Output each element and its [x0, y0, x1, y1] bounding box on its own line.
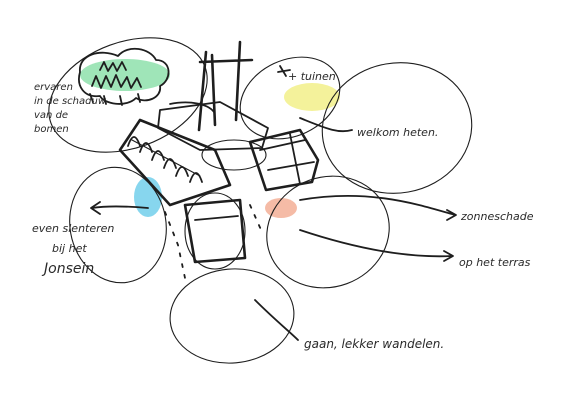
building: [118, 40, 320, 279]
trees-note: ervaren in de schaduw van de bomen: [34, 82, 109, 135]
notes: ervaren in de schaduw van de bomen + tui…: [32, 70, 534, 351]
stroll-note-line-2: bij het: [52, 242, 87, 255]
blue-wash: [134, 177, 162, 217]
stroll-note: even slenteren bij het Jonsein: [32, 222, 118, 277]
trees-note-line-2: in de schaduw: [34, 96, 107, 107]
garden-bubble: [239, 56, 341, 140]
arrows: [90, 65, 457, 341]
yellow-wash: [284, 83, 340, 111]
terrace-arrow: [299, 229, 454, 262]
terrace-note: op het terras: [459, 256, 531, 269]
garden-note: + tuinen: [288, 70, 336, 83]
welcome-bubble: [321, 62, 473, 194]
walking-note: gaan, lekker wandelen.: [304, 337, 444, 351]
green-wash: [80, 59, 170, 91]
trees-note-line-4: bomen: [34, 124, 69, 135]
tree-bubble: [48, 37, 208, 153]
bubbles: [48, 37, 473, 364]
orange-wash: [265, 198, 297, 218]
stroll-arrow: [90, 201, 149, 215]
stroll-bubble: [69, 166, 167, 284]
welcome-note: welkom heten.: [357, 126, 438, 139]
trees-note-line-1: ervaren: [34, 82, 73, 93]
lobby-bubble: [201, 139, 267, 171]
tree-canopy: [78, 47, 170, 106]
stroll-note-line-1: even slenteren: [32, 222, 114, 235]
stroll-note-line-3: Jonsein: [41, 261, 94, 277]
sunshade-note: zonneschade: [460, 210, 534, 223]
terrace-bubble: [266, 175, 390, 289]
walk-arrow: [254, 299, 299, 341]
trees-note-line-3: van de: [34, 110, 68, 121]
garden-arrow: [277, 65, 291, 77]
walk-bubble: [169, 268, 295, 364]
entrance-bubble: [184, 192, 246, 270]
sun-arrow: [299, 194, 457, 221]
welcome-arrow: [299, 117, 353, 133]
